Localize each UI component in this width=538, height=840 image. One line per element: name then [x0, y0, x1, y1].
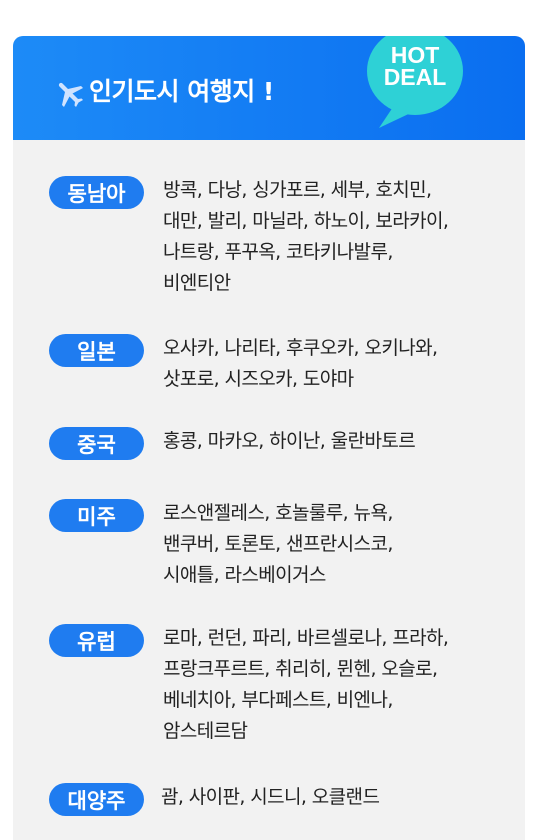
region-badge: 동남아: [49, 176, 144, 209]
popular-cities-card: 인기도시 여행지 ! HOT DEAL 동남아 방콕, 다낭, 싱가포르, 세부…: [13, 36, 525, 840]
city-list: 로스앤젤레스, 호놀룰루, 뉴욕, 밴쿠버, 토론토, 샌프란시스코, 시애틀,…: [163, 498, 513, 591]
region-badge: 유럽: [49, 624, 144, 657]
city-line: 비엔티안: [163, 272, 231, 294]
city-line: 오사카, 나리타, 후쿠오카, 오키나와,: [163, 337, 438, 359]
page-title: 인기도시 여행지 !: [89, 77, 274, 106]
city-line: 홍콩, 마카오, 하이난, 울란바토르: [163, 430, 416, 452]
city-line: 시애틀, 라스베이거스: [163, 564, 326, 586]
city-line: 로마, 런던, 파리, 바르셀로나, 프라하,: [163, 627, 449, 649]
deal-label: DEAL: [383, 64, 447, 90]
hot-deal-badge: HOT DEAL: [365, 36, 477, 136]
city-line: 대만, 발리, 마닐라, 하노이, 보라카이,: [163, 210, 449, 232]
city-list: 괌, 사이판, 시드니, 오클랜드: [161, 782, 511, 813]
region-badge: 대양주: [49, 783, 144, 816]
region-badge: 일본: [49, 334, 144, 367]
city-line: 나트랑, 푸꾸옥, 코타키나발루,: [163, 241, 393, 263]
city-list: 로마, 런던, 파리, 바르셀로나, 프라하, 프랑크푸르트, 취리히, 뮌헨,…: [163, 623, 513, 747]
city-line: 베네치아, 부다페스트, 비엔나,: [163, 689, 393, 711]
city-line: 삿포로, 시즈오카, 도야마: [163, 368, 354, 390]
city-line: 프랑크푸르트, 취리히, 뮌헨, 오슬로,: [163, 658, 438, 680]
city-line: 암스테르담: [163, 720, 248, 742]
city-line: 방콕, 다낭, 싱가포르, 세부, 호치민,: [163, 179, 432, 201]
airplane-icon: [53, 76, 87, 110]
city-list: 홍콩, 마카오, 하이난, 울란바토르: [163, 426, 513, 457]
city-line: 로스앤젤레스, 호놀룰루, 뉴욕,: [163, 502, 393, 524]
city-list: 오사카, 나리타, 후쿠오카, 오키나와, 삿포로, 시즈오카, 도야마: [163, 333, 513, 395]
region-badge: 미주: [49, 499, 144, 532]
hot-label: HOT: [390, 42, 440, 68]
city-line: 밴쿠버, 토론토, 샌프란시스코,: [163, 533, 393, 555]
city-line: 괌, 사이판, 시드니, 오클랜드: [161, 786, 380, 808]
city-list: 방콕, 다낭, 싱가포르, 세부, 호치민, 대만, 발리, 마닐라, 하노이,…: [163, 175, 513, 299]
region-badge: 중국: [49, 427, 144, 460]
